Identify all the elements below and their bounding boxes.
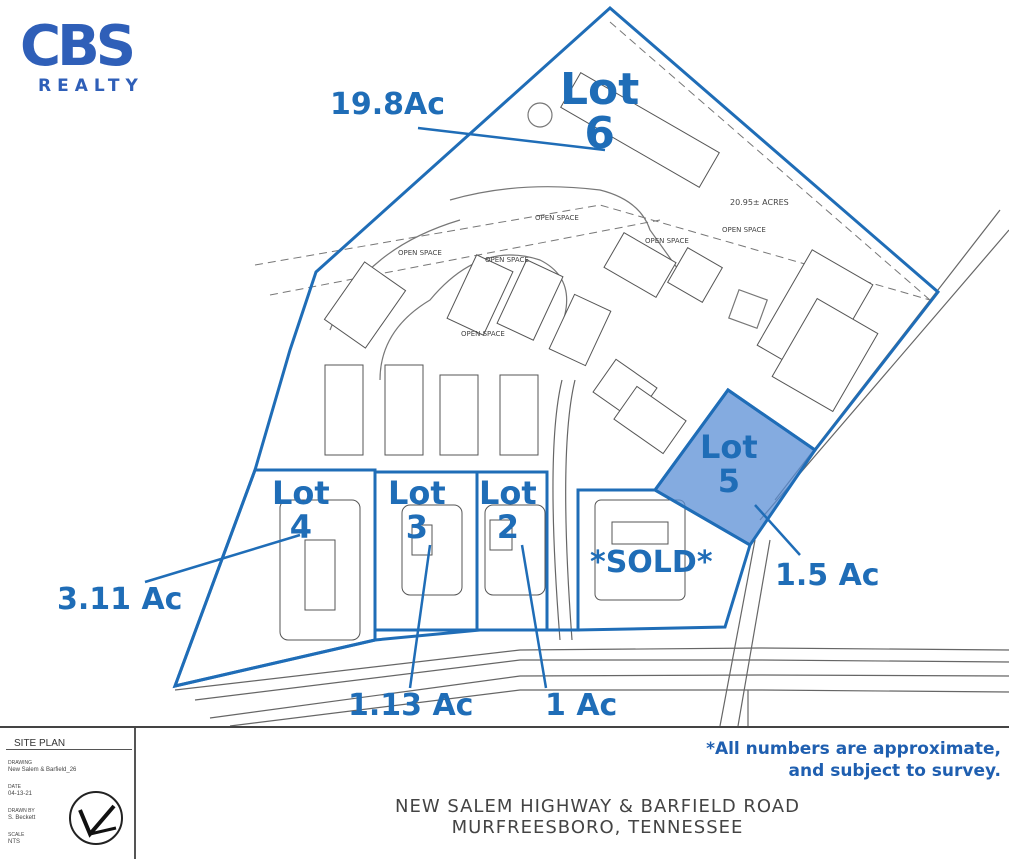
title-block-info-panel: SITE PLAN DRAWING New Salem & Barfield_2… (0, 728, 136, 859)
open-space-label: OPEN SPACE (398, 249, 442, 257)
logo-sub-text: REALTY (38, 76, 144, 96)
lot-2-name: Lot (479, 474, 537, 512)
address-line-1: NEW SALEM HIGHWAY & BARFIELD ROAD (395, 796, 800, 817)
date-field: DATE 04-13-21 (8, 784, 32, 798)
title-block: SITE PLAN DRAWING New Salem & Barfield_2… (0, 726, 1009, 859)
lot-4-number: 4 (289, 508, 312, 546)
open-space-label: OPEN SPACE (722, 226, 766, 234)
logo-main-text: CBS (20, 14, 136, 79)
lot-3-label: Lot 3 (388, 476, 446, 544)
date-value: 04-13-21 (8, 791, 33, 797)
scale-field: SCALE NTS (8, 832, 24, 846)
lot-4-boundary (172, 468, 377, 689)
disclaimer-line-2: and subject to survey. (788, 761, 1001, 781)
date-label: DATE (8, 784, 21, 790)
scale-value: NTS (8, 839, 20, 845)
lot-5-name: Lot (700, 428, 758, 466)
drawn-by-field: DRAWN BY S. Beckett (8, 808, 35, 822)
leader-lines (144, 126, 801, 689)
road-lines (174, 209, 1009, 726)
lot-4-name: Lot (272, 474, 330, 512)
drawing-value: New Salem & Barfield_26 (8, 767, 77, 773)
project-address: NEW SALEM HIGHWAY & BARFIELD ROAD MURFRE… (395, 796, 800, 838)
drawn-by-value: S. Beckett (8, 815, 36, 821)
sold-label: *SOLD* (590, 545, 713, 580)
open-space-label: OPEN SPACE (535, 214, 579, 222)
open-space-label: OPEN SPACE (645, 237, 689, 245)
north-arrow-icon (69, 791, 123, 845)
lot-5-acreage: 1.5 Ac (775, 558, 880, 593)
lot-6-number: 6 (584, 108, 615, 159)
open-space-label: OPEN SPACE (461, 330, 505, 338)
lot-boundaries (172, 6, 941, 689)
lot-6-label: Lot 6 (560, 68, 639, 156)
drawing-label: DRAWING (8, 760, 32, 766)
lot-3-name: Lot (388, 474, 446, 512)
lot-6-acreage: 19.8Ac (330, 87, 446, 122)
drawn-by-label: DRAWN BY (8, 808, 35, 814)
title-block-heading: SITE PLAN (6, 738, 132, 750)
sold-lot-boundary (576, 488, 752, 632)
disclaimer-line-1: *All numbers are approximate, (706, 739, 1001, 759)
disclaimer-note: *All numbers are approximate, and subjec… (706, 738, 1001, 782)
lot-2-number: 2 (496, 508, 519, 546)
acres-total-label: 20.95± ACRES (730, 198, 789, 207)
open-space-label: OPEN SPACE (485, 256, 529, 264)
lot-5-label: Lot 5 (700, 430, 758, 498)
lot-5-number: 5 (717, 462, 740, 500)
lot-4-label: Lot 4 (272, 476, 330, 544)
scale-label: SCALE (8, 832, 25, 838)
lot-2-label: Lot 2 (479, 476, 537, 544)
lot-6-name: Lot (560, 64, 640, 115)
cbs-realty-logo: CBS REALTY (20, 14, 170, 97)
lot-4-acreage: 3.11 Ac (57, 582, 183, 617)
lot-2-acreage: 1 Ac (545, 688, 618, 723)
lot-2-boundary (475, 470, 549, 632)
lot-3-acreage: 1.13 Ac (348, 688, 474, 723)
plan-text: 20.95± ACRES OPEN SPACE OPEN SPACE OPEN … (398, 198, 789, 338)
site-plan-drawing: 20.95± ACRES OPEN SPACE OPEN SPACE OPEN … (144, 6, 1009, 726)
lot-3-number: 3 (405, 508, 428, 546)
address-line-2: MURFREESBORO, TENNESSEE (451, 817, 744, 838)
drawing-field: DRAWING New Salem & Barfield_26 (8, 760, 76, 774)
